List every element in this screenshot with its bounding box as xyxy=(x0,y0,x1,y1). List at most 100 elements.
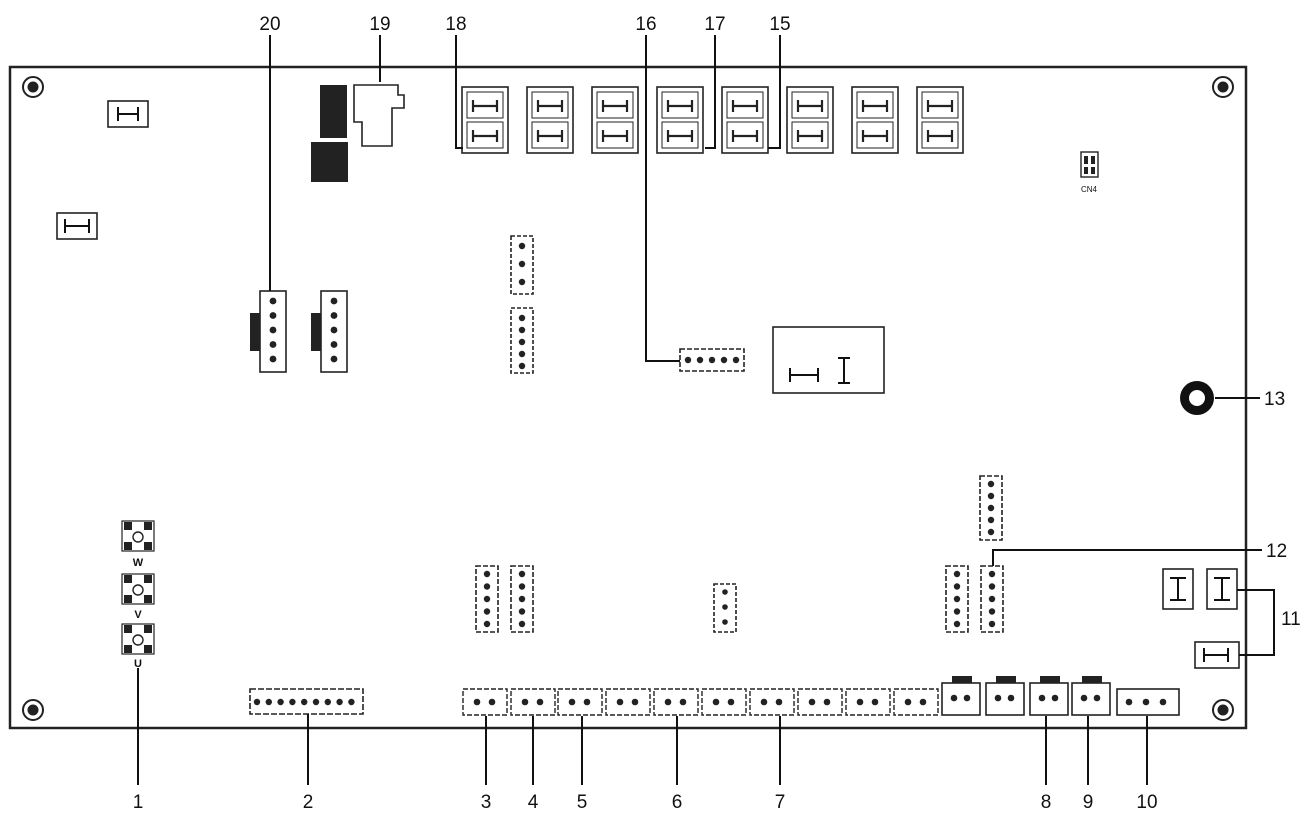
latched-connector xyxy=(941,682,981,716)
terminal-block xyxy=(461,86,509,154)
pin xyxy=(631,698,639,706)
pin xyxy=(953,583,961,590)
terminal-corner xyxy=(124,625,132,633)
terminal-slot xyxy=(726,91,764,119)
pin xyxy=(953,570,961,578)
callout-15: 15 xyxy=(769,14,790,35)
terminal-corner xyxy=(144,522,152,530)
terminal-screw xyxy=(132,584,144,596)
pin xyxy=(518,338,526,346)
relay-block xyxy=(311,84,405,182)
terminal-slot xyxy=(596,121,634,149)
callout-19: 19 xyxy=(369,14,390,35)
pin xyxy=(483,608,491,615)
pin xyxy=(775,698,783,706)
pin xyxy=(324,698,331,706)
pin xyxy=(988,570,996,578)
two-pin-connector xyxy=(797,688,843,716)
pin xyxy=(330,326,338,334)
pin xyxy=(518,570,526,578)
terminal-mark xyxy=(796,130,824,142)
terminal-mark xyxy=(471,100,499,112)
two-pin-connector xyxy=(845,688,891,716)
pin xyxy=(312,698,320,706)
two-pin-connector xyxy=(749,688,795,716)
latched-connector xyxy=(1029,682,1069,716)
mounting-hole xyxy=(1212,76,1234,98)
terminal-slot xyxy=(531,91,569,119)
label-w: W xyxy=(133,557,144,569)
center-connector-pins xyxy=(518,242,526,370)
pin xyxy=(1051,694,1059,702)
pin xyxy=(518,314,526,322)
latched-connector xyxy=(1071,682,1111,716)
pin xyxy=(720,356,728,364)
pin xyxy=(760,698,768,706)
pin xyxy=(330,297,338,305)
terminal-mark xyxy=(471,130,499,142)
two-pin-connector xyxy=(701,688,747,716)
callout-11: 11 xyxy=(1281,609,1301,630)
terminal-slot xyxy=(596,91,634,119)
pin xyxy=(856,698,864,706)
latch xyxy=(952,676,972,683)
callout-12: 12 xyxy=(1266,541,1287,562)
top-terminals xyxy=(461,86,964,154)
terminal-block xyxy=(656,86,704,154)
pin xyxy=(1159,698,1167,706)
mounting-hole xyxy=(1212,699,1234,721)
callout-2: 2 xyxy=(303,792,314,813)
callout-1: 1 xyxy=(133,792,144,813)
right-fuses xyxy=(1162,568,1240,669)
pin xyxy=(988,595,996,603)
pin xyxy=(518,608,526,615)
terminal-screw xyxy=(132,634,144,646)
pin xyxy=(518,583,526,590)
pin xyxy=(1093,694,1101,702)
ground-ring xyxy=(1180,381,1214,415)
mounting-hole xyxy=(22,699,44,721)
terminal-corner xyxy=(144,595,152,603)
pin xyxy=(488,698,496,706)
label-v: V xyxy=(134,609,142,621)
pin xyxy=(988,583,996,590)
terminal-corner xyxy=(124,575,132,583)
latched-connector xyxy=(985,682,1025,716)
pin xyxy=(953,595,961,603)
pin xyxy=(277,698,284,706)
terminal-mark xyxy=(861,100,889,112)
callout-8: 8 xyxy=(1041,792,1052,813)
uvw-terminals xyxy=(121,520,155,655)
callout-numbers: 20 19 18 16 17 15 13 12 11 1 2 3 4 5 6 7… xyxy=(133,14,1301,813)
left-small-parts xyxy=(56,100,149,240)
terminal-mark xyxy=(731,130,759,142)
terminal-block xyxy=(591,86,639,154)
terminal-mark xyxy=(731,100,759,112)
pin xyxy=(568,698,576,706)
terminal-slot xyxy=(466,121,504,149)
two-pin-connector xyxy=(893,688,939,716)
pin xyxy=(483,570,491,578)
connector-2-pins xyxy=(253,698,355,706)
terminal-block xyxy=(526,86,574,154)
pin xyxy=(664,698,672,706)
two-pin-connector xyxy=(557,688,603,716)
pin xyxy=(330,355,338,363)
pin xyxy=(269,312,277,319)
two-pin-connector xyxy=(653,688,699,716)
pin xyxy=(521,698,529,706)
pin xyxy=(483,595,491,603)
module-box xyxy=(772,326,885,394)
terminal-mark xyxy=(601,100,629,112)
pin xyxy=(1125,698,1133,706)
terminal-slot xyxy=(856,91,894,119)
callout-3: 3 xyxy=(481,792,492,813)
terminal-mark xyxy=(536,130,564,142)
terminal-block xyxy=(851,86,899,154)
pin xyxy=(712,698,720,706)
latch xyxy=(1040,676,1060,683)
callout-4: 4 xyxy=(528,792,539,813)
pin xyxy=(823,698,831,706)
callout-17: 17 xyxy=(704,14,725,35)
pin xyxy=(289,698,296,706)
